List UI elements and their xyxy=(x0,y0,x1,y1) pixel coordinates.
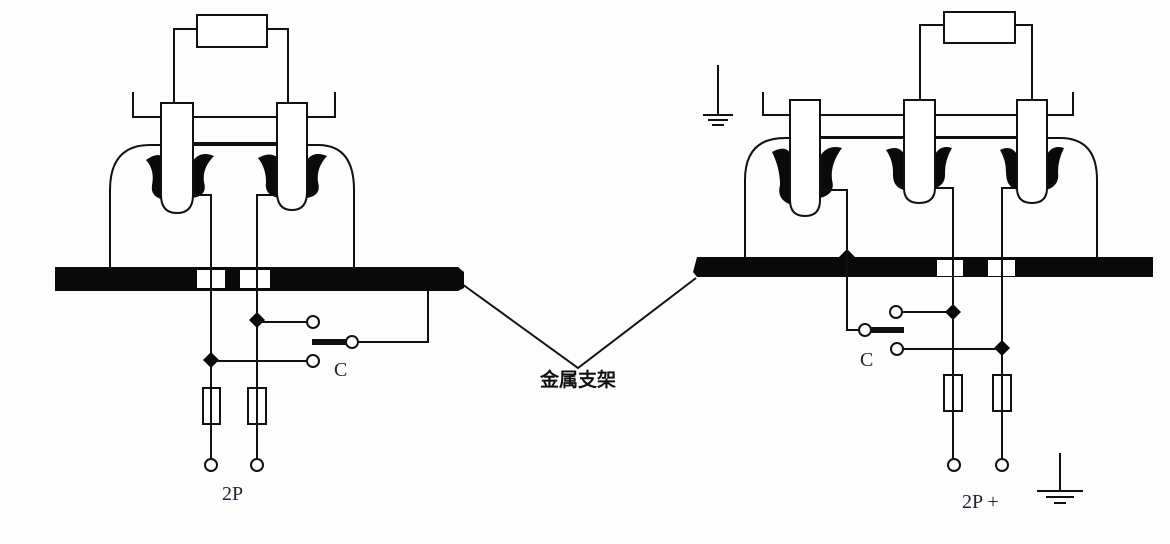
left-switch-label: C xyxy=(334,359,347,381)
left-frame xyxy=(132,92,336,144)
right-terminals-label: 2P + xyxy=(962,491,999,513)
terminal-icon xyxy=(995,458,1009,472)
right-wire-2 xyxy=(1001,187,1017,459)
resistor-icon xyxy=(173,14,289,103)
left-wire-2 xyxy=(256,194,277,459)
left-assembly: C 2P xyxy=(55,14,464,505)
ground-symbol-icon xyxy=(703,65,733,126)
switch-contact xyxy=(306,354,320,368)
right-mounting-bar xyxy=(693,257,1153,277)
left-plug-1 xyxy=(160,102,194,215)
left-insulator-2 xyxy=(240,270,270,288)
switch-contact xyxy=(890,342,904,356)
right-assembly: C 2P + xyxy=(693,11,1153,513)
junction xyxy=(203,312,265,368)
left-switch-c xyxy=(312,290,429,349)
right-plug-1 xyxy=(789,99,821,218)
terminal-icon xyxy=(204,458,218,472)
switch-contact xyxy=(306,315,320,329)
junction xyxy=(945,304,1010,356)
right-switch-label: C xyxy=(860,349,873,371)
left-terminals-label: 2P xyxy=(222,483,243,505)
right-insulator-1 xyxy=(937,260,963,276)
right-plug-3 xyxy=(1016,99,1048,205)
ground-symbol-icon xyxy=(1037,453,1083,504)
terminal-icon xyxy=(947,458,961,472)
switch-contact xyxy=(889,305,903,319)
right-ground-wire xyxy=(820,189,860,331)
left-housing xyxy=(109,144,355,268)
resistor-icon xyxy=(919,11,1033,100)
left-wire-1 xyxy=(193,194,212,459)
support-bracket-label: 金属支架 xyxy=(539,368,616,391)
metal-support-bracket: 金属支架 xyxy=(461,277,697,391)
left-plug-2 xyxy=(276,102,308,212)
terminal-icon xyxy=(250,458,264,472)
right-wire-1 xyxy=(935,187,954,459)
left-clip xyxy=(258,154,327,198)
right-switch-c xyxy=(858,323,904,337)
right-plug-2 xyxy=(903,99,936,205)
